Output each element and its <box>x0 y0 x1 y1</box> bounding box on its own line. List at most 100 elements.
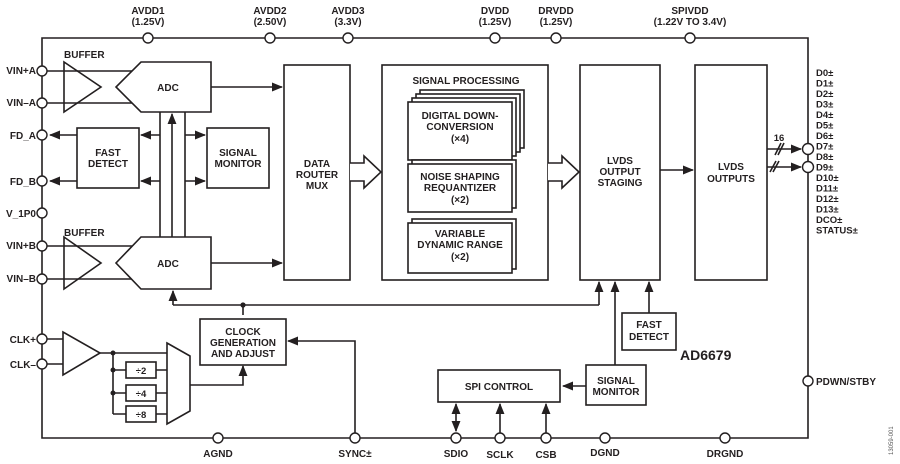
clock-generation-block <box>199 318 287 366</box>
pin-spivdd-voltage: (1.22V TO 3.4V) <box>654 17 727 28</box>
pin-d1: D1± <box>816 79 833 90</box>
top-pins: AVDD1 (1.25V) AVDD2 (2.50V) AVDD3 (3.3V)… <box>131 6 727 44</box>
pin-dgnd-label: DGND <box>590 448 619 459</box>
ddc-label-3: (×4) <box>451 134 469 145</box>
pin-dgnd <box>599 432 611 444</box>
pin-drgnd <box>719 432 731 444</box>
pin-d10: D10± <box>816 173 839 184</box>
pin-pdwn-stby <box>802 375 814 387</box>
pin-avdd3-voltage: (3.3V) <box>334 17 361 28</box>
pin-avdd1-label: AVDD1 <box>131 6 165 17</box>
signal-monitor-label-1: SIGNAL <box>219 148 257 159</box>
pin-avdd3 <box>342 32 354 44</box>
ddc-label-2: CONVERSION <box>426 122 493 133</box>
divider-outputs <box>156 369 167 415</box>
pin-clkp-label: CLK+ <box>10 335 37 346</box>
pin-vinma-label: VIN–A <box>7 98 36 109</box>
pin-d12: D12± <box>816 194 839 205</box>
clk-buffer-triangle <box>62 330 102 377</box>
signal-monitor-b-label-1: SIGNAL <box>597 376 635 387</box>
clock-bus <box>173 304 599 315</box>
pin-agnd-label: AGND <box>203 449 232 460</box>
left-pin-circles <box>36 65 48 370</box>
pin-avdd2 <box>264 32 276 44</box>
fast-detect-label-1: FAST <box>95 148 121 159</box>
pin-sync-label: SYNC± <box>338 449 372 460</box>
nsr-label-2: REQUANTIZER <box>424 183 497 194</box>
fast-detect-b-label-1: FAST <box>636 320 662 331</box>
pin-fdb <box>36 175 48 187</box>
pin-d6: D6± <box>816 131 833 142</box>
bottom-pins: AGND SYNC± SDIO SCLK CSB DGND DRGND <box>203 432 744 461</box>
pin-d4: D4± <box>816 110 833 121</box>
clk-junction-2 <box>110 367 116 373</box>
sync-to-clock-gen <box>286 336 356 438</box>
pin-spivdd-label: SPIVDD <box>671 6 708 17</box>
pin-d7: D7± <box>816 142 833 153</box>
pin-csb-label: CSB <box>535 450 556 461</box>
pin-dco: DCO± <box>816 215 842 226</box>
lvds-staging-label-3: STAGING <box>598 178 643 189</box>
pin-dvdd <box>489 32 501 44</box>
signal-monitor-label-2: MONITOR <box>214 159 262 170</box>
clk-fanout <box>100 352 167 415</box>
lvds-staging-label-2: OUTPUT <box>599 167 640 178</box>
pin-csb <box>540 432 552 444</box>
pin-output-a <box>801 142 815 156</box>
pin-d2: D2± <box>816 89 833 100</box>
fast-detect-label-2: DETECT <box>88 159 128 170</box>
fast-detect-b-label-2: DETECT <box>629 332 669 343</box>
pin-fdb-label: FD_B <box>10 177 36 188</box>
pin-fda-label: FD_A <box>10 131 36 142</box>
pin-vinpa <box>36 65 48 77</box>
buffer-a-triangle <box>63 60 103 114</box>
pin-drgnd-label: DRGND <box>707 449 744 460</box>
clock-junction <box>240 302 246 308</box>
adc-b-label: ADC <box>157 259 179 270</box>
figure-id: 13059-001 <box>889 426 895 455</box>
pin-sdio <box>450 432 462 444</box>
pin-d0: D0± <box>816 68 833 79</box>
pin-sclk <box>494 432 506 444</box>
pin-output-b <box>801 160 815 174</box>
data-router-label-2: ROUTER <box>296 170 339 181</box>
pin-avdd1-voltage: (1.25V) <box>132 17 165 28</box>
nsr-label-3: (×2) <box>451 195 469 206</box>
ddc-block <box>407 101 513 161</box>
divider-2-label: ÷2 <box>136 366 147 377</box>
pin-vinmb <box>36 273 48 285</box>
pin-d5: D5± <box>816 121 833 132</box>
pin-drvdd-voltage: (1.25V) <box>540 17 573 28</box>
mux-to-clock-gen <box>190 364 248 386</box>
clk-wires <box>47 338 63 365</box>
adc-b-block <box>114 236 212 290</box>
signal-monitor-b-block <box>585 364 647 406</box>
pin-drvdd-label: DRVDD <box>538 6 573 17</box>
pin-vinpb-label: VIN+B <box>6 241 36 252</box>
vdr-label-1: VARIABLE <box>435 229 486 240</box>
buffer-b-label: BUFFER <box>64 228 105 239</box>
fast-detect-b-block <box>621 312 677 351</box>
lvds-staging-label-1: LVDS <box>607 156 633 167</box>
pin-dvdd-label: DVDD <box>481 6 509 17</box>
pin-sclk-label: SCLK <box>486 450 514 461</box>
pin-avdd2-label: AVDD2 <box>253 6 287 17</box>
vdr-block <box>407 222 513 274</box>
adc-a-label: ADC <box>157 83 179 94</box>
pin-clkm-label: CLK– <box>10 360 37 371</box>
ddc-label-1: DIGITAL DOWN- <box>422 111 499 122</box>
pin-drvdd <box>550 32 562 44</box>
spi-control-label: SPI CONTROL <box>465 382 533 393</box>
nsr-label-1: NOISE SHAPING <box>420 172 500 183</box>
pin-vinmb-label: VIN–B <box>7 274 36 285</box>
spi-control-block <box>437 369 561 403</box>
buffer-b-outputs <box>64 245 132 280</box>
signal-monitor-block <box>206 127 270 189</box>
output-pin-labels: D0± D1± D2± D3± D4± D5± D6± D7± D8± D9± … <box>816 68 858 237</box>
nsr-block <box>407 163 513 213</box>
pin-sdio-label: SDIO <box>444 449 469 460</box>
pin-clkm <box>36 358 48 370</box>
fast-detect-block <box>76 127 140 189</box>
bus-arrow-sp-to-staging <box>548 154 581 190</box>
